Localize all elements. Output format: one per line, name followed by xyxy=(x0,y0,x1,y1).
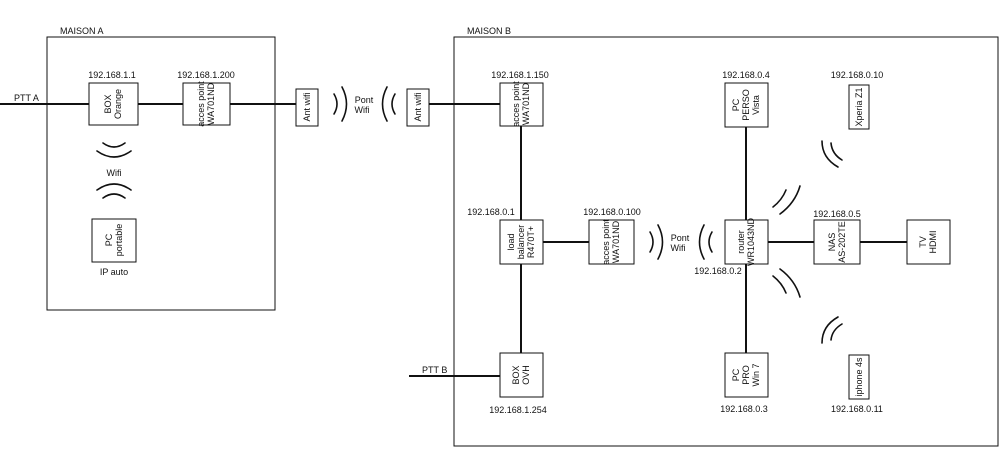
ptt-a-label: PTT A xyxy=(14,93,39,103)
box-ovh-line2: OVH xyxy=(521,365,531,385)
nas-ip: 192.168.0.5 xyxy=(813,209,861,219)
pc-pro-line1: PC xyxy=(731,368,741,381)
ap-a-line2: WA701ND xyxy=(206,82,216,125)
bridge-2-label-line1: Pont xyxy=(671,233,690,243)
bridge-waves-1 xyxy=(333,86,396,122)
load-balancer-ip: 192.168.0.1 xyxy=(467,207,515,217)
pc-portable-line2: portable xyxy=(114,224,124,257)
box-orange-line2: Orange xyxy=(113,89,123,119)
device-iphone: iphone 4s 192.168.0.11 xyxy=(831,354,883,414)
device-ap-a: 192.168.1.200 acces point WA701ND xyxy=(177,70,235,127)
box-ovh-ip: 192.168.1.254 xyxy=(489,405,547,415)
wired-links xyxy=(0,103,907,377)
pc-perso-line2: PERSO xyxy=(741,89,751,121)
pc-portable-line1: PC xyxy=(104,233,114,246)
device-pc-perso: 192.168.0.4 PC PERSO Vista xyxy=(722,70,770,128)
bridge-2-label-line2: Wifi xyxy=(671,243,686,253)
device-ap-b: 192.168.1.150 acces point WA701ND xyxy=(491,70,549,127)
box-orange-ip: 192.168.1.1 xyxy=(88,70,136,80)
nas-line1: NAS xyxy=(827,233,837,252)
device-pc-pro: PC PRO Win 7 192.168.0.3 xyxy=(720,352,769,414)
load-balancer-line1: load xyxy=(506,233,516,250)
ant-a-label: Ant wifi xyxy=(302,92,312,121)
wifi-a-label: Wifi xyxy=(107,168,122,178)
bridge-1-label-line1: Pont xyxy=(355,95,374,105)
pc-perso-ip: 192.168.0.4 xyxy=(722,70,770,80)
router-line1: router xyxy=(736,230,746,254)
device-box-ovh: BOX OVH 192.168.1.254 xyxy=(489,352,547,415)
bridge-1-label-line2: Wifi xyxy=(355,105,370,115)
load-balancer-line2: balancer xyxy=(516,225,526,260)
house-b-title: MAISON B xyxy=(467,26,511,36)
tv-line2: HDMI xyxy=(928,231,938,254)
ap-c-line1: acces point xyxy=(601,219,611,265)
pc-portable-caption: IP auto xyxy=(100,267,128,277)
xperia-waves xyxy=(821,140,843,168)
xperia-ip: 192.168.0.10 xyxy=(831,70,884,80)
device-xperia: 192.168.0.10 Xperia Z1 xyxy=(831,70,884,130)
device-nas: 192.168.0.5 NAS AS-202TE xyxy=(813,209,861,265)
device-ant-a: Ant wifi xyxy=(295,88,319,127)
house-a-title: MAISON A xyxy=(60,26,104,36)
iphone-ip: 192.168.0.11 xyxy=(831,404,883,414)
device-ant-b: Ant wifi xyxy=(406,88,430,127)
ant-b-label: Ant wifi xyxy=(413,92,423,121)
pc-pro-line2: PRO xyxy=(741,365,751,385)
pc-pro-line3: Win 7 xyxy=(751,363,761,386)
iphone-waves xyxy=(821,316,843,344)
box-ovh-line1: BOX xyxy=(511,365,521,384)
box-orange-line1: BOX xyxy=(103,94,113,113)
iphone-label: iphone 4s xyxy=(854,357,864,397)
pc-pro-ip: 192.168.0.3 xyxy=(720,404,768,414)
ap-c-line2: WA701ND xyxy=(611,220,621,263)
router-ip: 192.168.0.2 xyxy=(694,266,742,276)
device-router: router WR1043ND 192.168.0.2 xyxy=(694,217,769,276)
house-a-frame xyxy=(46,36,276,311)
ap-b-line2: WA701ND xyxy=(521,82,531,125)
tv-line1: TV xyxy=(918,236,928,248)
nas-line2: AS-202TE xyxy=(837,221,847,263)
ap-a-line1: acces point xyxy=(196,81,206,127)
router-waves xyxy=(772,185,801,298)
router-line2: WR1043ND xyxy=(746,217,756,266)
device-ap-c: 192.168.0.100 acces point WA701ND xyxy=(583,207,641,265)
house-b-frame xyxy=(453,36,999,447)
device-load-balancer: 192.168.0.1 load balancer R470T+ xyxy=(467,207,544,265)
pc-perso-line1: PC xyxy=(731,98,741,111)
wifi-waves-a xyxy=(96,142,132,199)
ap-a-ip: 192.168.1.200 xyxy=(177,70,235,80)
pc-perso-line3: Vista xyxy=(751,95,761,115)
ap-c-ip: 192.168.0.100 xyxy=(583,207,641,217)
load-balancer-line3: R470T+ xyxy=(526,226,536,258)
xperia-label: Xperia Z1 xyxy=(854,87,864,126)
wireless-waves xyxy=(96,86,843,344)
device-tv: TV HDMI xyxy=(906,219,951,265)
device-box-orange: 192.168.1.1 BOX Orange xyxy=(88,70,139,126)
ap-b-ip: 192.168.1.150 xyxy=(491,70,549,80)
bridge-waves-2 xyxy=(649,224,713,260)
device-pc-portable: PC portable IP auto xyxy=(91,218,137,277)
ap-b-line1: acces point xyxy=(511,81,521,127)
ptt-b-label: PTT B xyxy=(422,365,447,375)
